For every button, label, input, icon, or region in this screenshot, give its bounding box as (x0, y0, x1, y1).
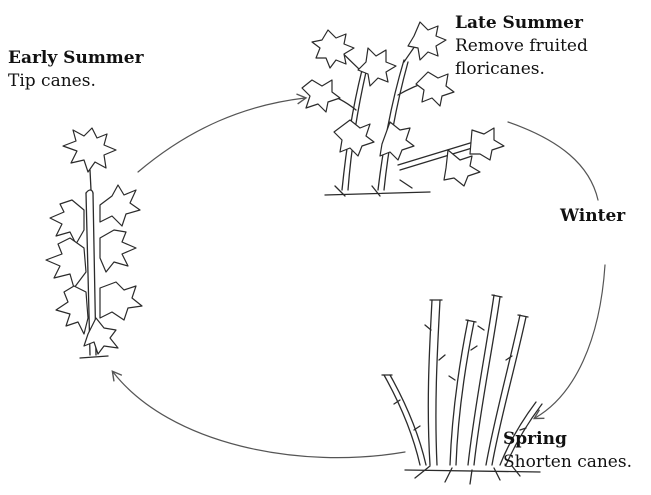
late-summer-desc-line2: floricanes. (455, 58, 588, 81)
arrow-late-to-winter (508, 122, 598, 200)
spring-label: Spring Shorten canes. (503, 428, 632, 474)
winter-title: Winter (560, 205, 625, 228)
early-summer-plant-illustration (46, 128, 142, 358)
arrow-early-to-late (138, 98, 305, 172)
late-summer-label: Late Summer Remove fruited floricanes. (455, 12, 588, 81)
spring-title: Spring (503, 428, 632, 451)
early-summer-label: Early Summer Tip canes. (8, 47, 144, 93)
winter-label: Winter (560, 205, 625, 228)
arrow-winter-to-spring (535, 265, 605, 418)
late-summer-desc-line1: Remove fruited (455, 35, 588, 58)
early-summer-desc: Tip canes. (8, 70, 144, 93)
spring-desc: Shorten canes. (503, 451, 632, 474)
early-summer-title: Early Summer (8, 47, 144, 70)
arrow-spring-to-early (113, 372, 405, 458)
late-summer-title: Late Summer (455, 12, 588, 35)
